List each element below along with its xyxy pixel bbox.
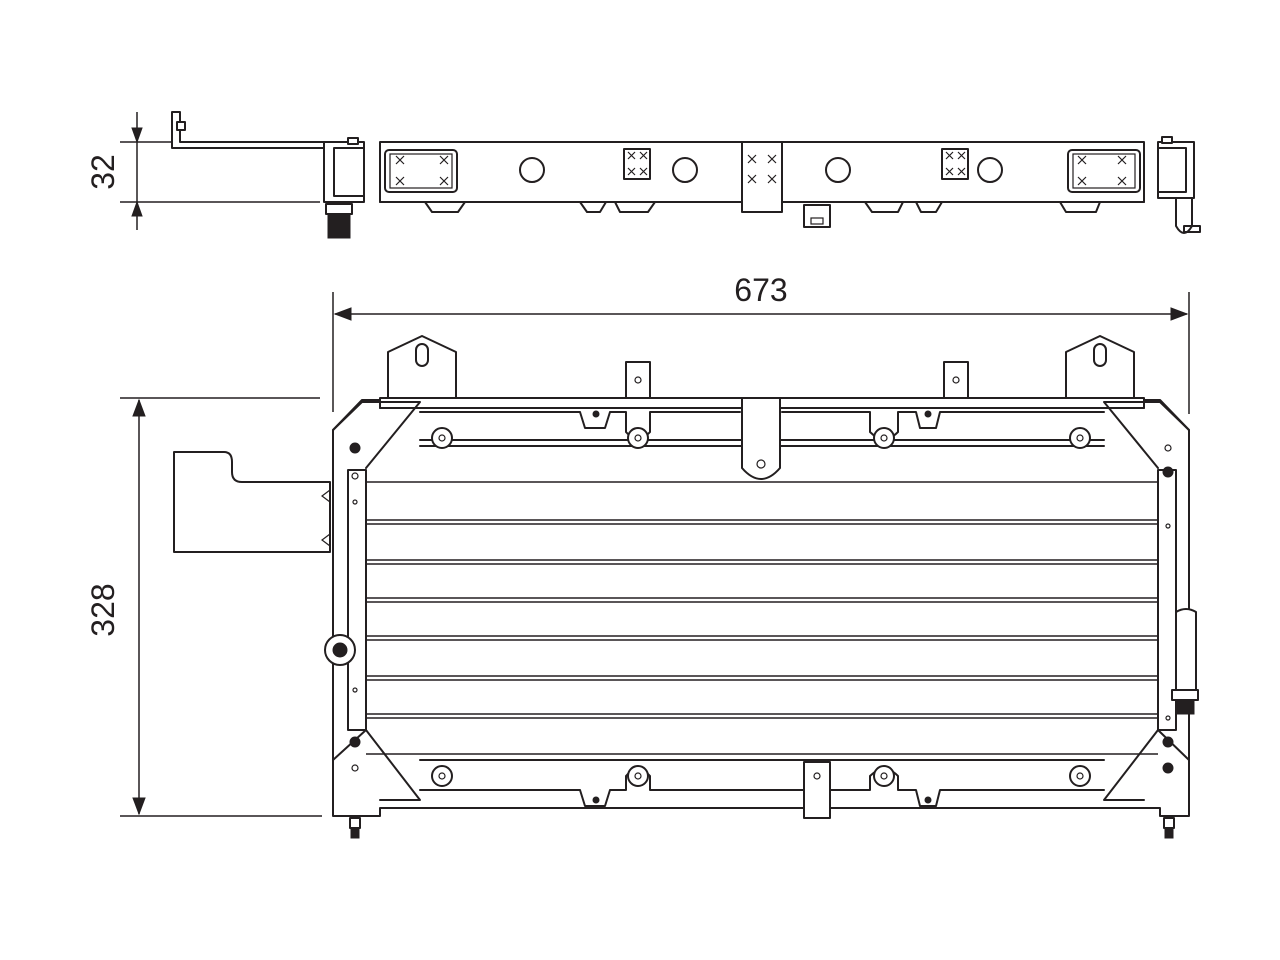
front-view: 673 328 [85,272,1199,839]
top-left-header-inner [333,147,365,197]
top-left-pad [384,149,458,193]
top-hole-1 [519,157,545,183]
top-left-pad-inner [389,153,453,189]
top-left-fitting-nut [325,203,353,215]
width-dimension-label: 673 [734,272,787,308]
thickness-dimension-label: 32 [85,154,121,190]
top-left-bracket-arm [171,111,336,149]
top-hole-2 [672,157,698,183]
front-lower-frame [419,759,1105,807]
front-top-tab-1 [625,361,651,403]
front-right-outlet-thread [1175,699,1195,715]
height-dimension-label: 328 [85,583,121,636]
front-top-tab-2 [943,361,969,403]
top-left-header-cap [347,137,359,145]
top-lower-rail [379,201,1145,213]
top-left-pad-crosses [395,155,449,186]
top-hole-4 [977,157,1003,183]
front-bottom-tab [803,761,831,819]
top-center-strap [741,141,783,213]
front-corner-bolts [349,442,1174,774]
front-body-outline [332,399,1190,817]
front-center-strap [741,397,781,480]
front-left-side-bracket [173,451,331,553]
front-right-outlet-pipe [1175,608,1197,691]
front-core-tubes [366,481,1158,755]
top-left-fitting-thread [327,213,351,239]
top-left-bracket-tab [176,121,186,131]
top-view: 32 [85,111,1201,239]
top-hole-3 [825,157,851,183]
